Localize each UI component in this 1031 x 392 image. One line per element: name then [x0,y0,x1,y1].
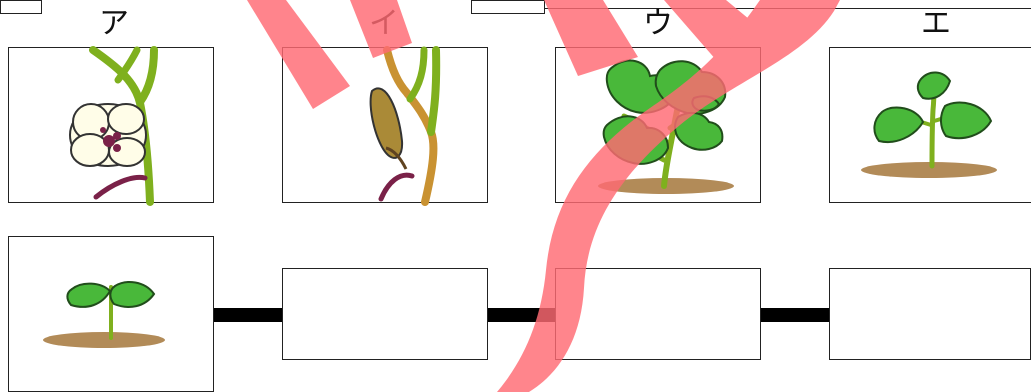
answer-slot-3[interactable] [829,268,1031,360]
card-a[interactable] [8,47,214,203]
label-u: ウ [628,4,688,44]
card-i[interactable] [282,47,488,203]
first-step-box [8,236,214,392]
card-e[interactable] [829,47,1031,203]
answer-slot-2[interactable] [555,268,761,360]
connector-1 [214,308,282,322]
label-a: ア [84,4,144,44]
card-u[interactable] [555,47,761,203]
top-middle-box [471,0,545,14]
connector-3 [761,308,829,322]
label-e: エ [906,4,966,44]
connector-2 [488,308,555,322]
top-left-box [0,0,42,14]
label-i: イ [354,4,414,44]
answer-slot-1[interactable] [282,268,488,360]
